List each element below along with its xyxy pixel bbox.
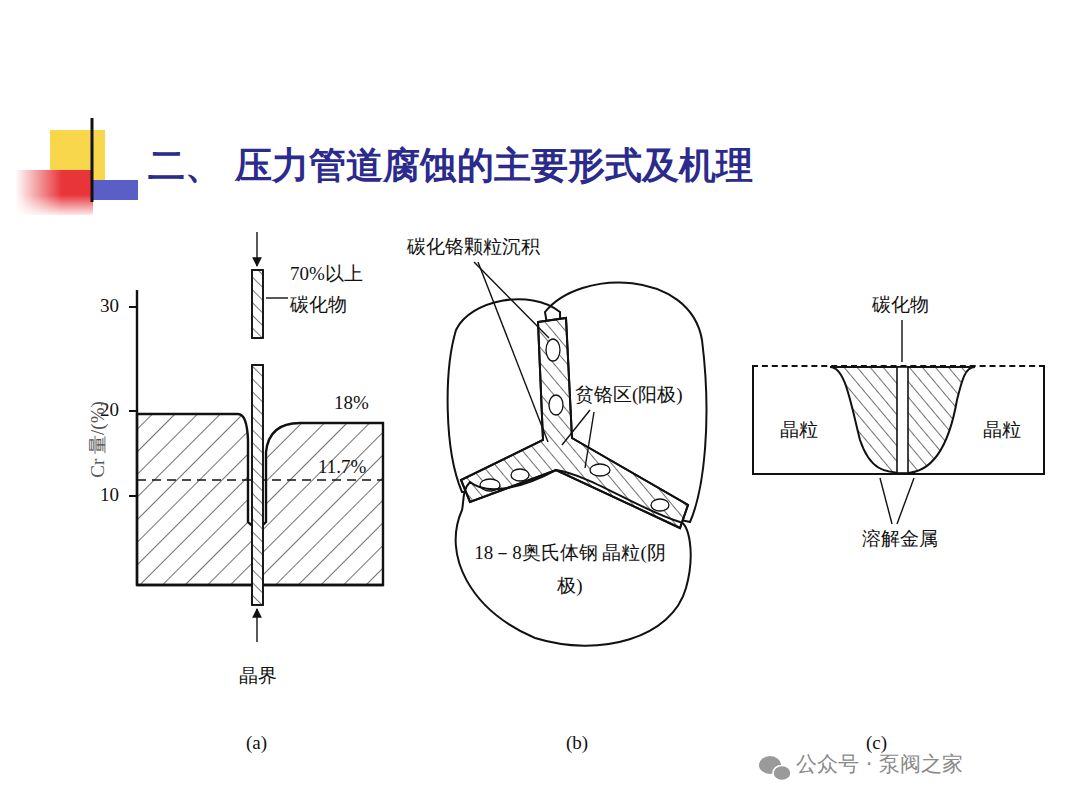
axis-tick: 10 (100, 484, 119, 507)
figure-tag: (c) (866, 732, 887, 755)
node-text: 晶粒 (983, 413, 1021, 446)
austenite-grain: 18－8奥氏体钢 晶粒(阴极) (440, 470, 702, 650)
axis-title: Cr 量/(%) (87, 401, 110, 478)
watermark: 公众号 · 泵阀之家 (796, 752, 963, 777)
figure-tag: (b) (566, 732, 588, 755)
node-text: 18－8奥氏体钢 晶粒(阴极) (470, 536, 670, 603)
value-label: 11.7% (318, 456, 366, 479)
slide-title: 二、 压力管道腐蚀的主要形式及机理 (148, 144, 753, 188)
cr-profile-chart (129, 232, 383, 642)
slide-decoration (15, 118, 138, 215)
figure-tag: (a) (246, 732, 267, 755)
carbide-note: 70%以上 碳化物 (290, 258, 370, 321)
intergranular-pit (830, 320, 975, 524)
node-text: 晶粒 (780, 413, 818, 446)
callout-label: 溶解金属 (862, 528, 938, 551)
callout-label: 碳化铬颗粒沉积 (407, 236, 540, 259)
metal-strip: 晶粒 晶粒 (752, 365, 1045, 475)
callout-label: 碳化物 (872, 294, 929, 317)
grain-outline-path (456, 470, 691, 646)
boundary-label: 晶界 (239, 665, 277, 688)
value-label: 18% (334, 392, 369, 415)
wechat-icon (759, 756, 791, 781)
axis-tick: 30 (100, 295, 119, 318)
callout-label: 贫铬区(阳极) (575, 384, 683, 407)
